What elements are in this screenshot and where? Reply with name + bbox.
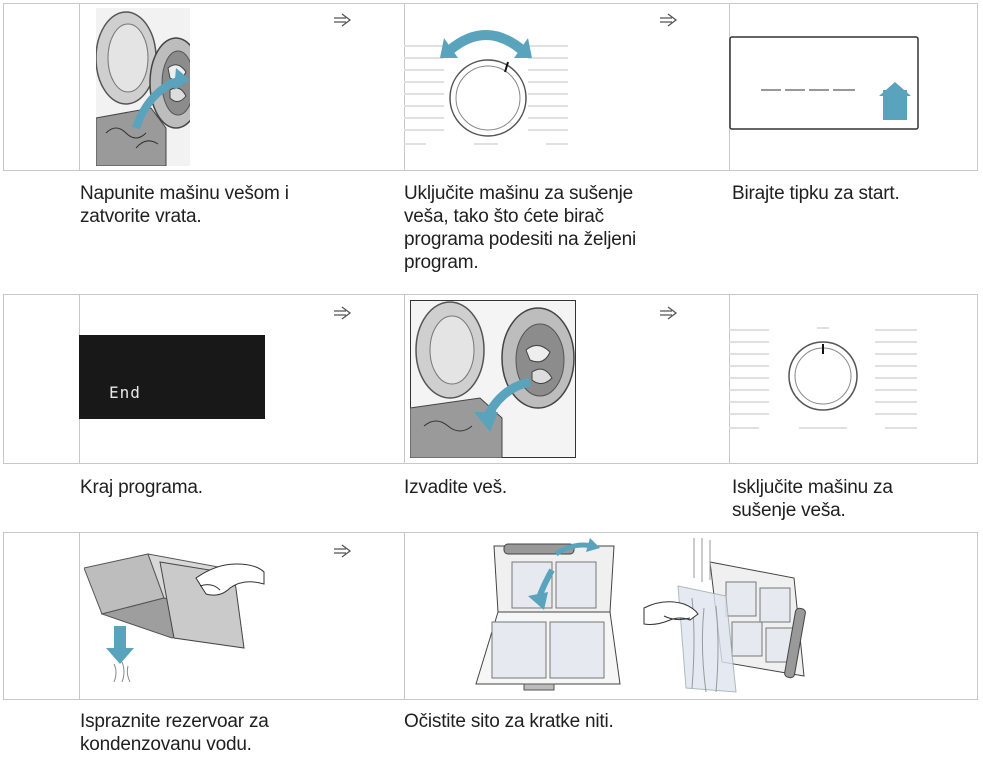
next-step-arrow-icon xyxy=(660,13,678,27)
clean-fluff-filter-illustration xyxy=(475,538,806,693)
row-divider xyxy=(404,532,405,700)
unload-laundry-illustration xyxy=(410,300,576,458)
next-step-arrow-icon xyxy=(334,13,352,27)
step-caption: Isključite mašinu za sušenje veša. xyxy=(732,477,893,521)
load-laundry-illustration xyxy=(96,8,190,166)
knob-off-illustration xyxy=(729,327,917,429)
row-divider xyxy=(404,294,405,464)
step-caption: Očistite sito za kratke niti. xyxy=(404,711,614,732)
step-caption: Uključite mašinu za sušenje veša, tako š… xyxy=(404,183,637,273)
next-step-arrow-icon xyxy=(334,306,352,320)
row-divider xyxy=(79,3,80,171)
program-selector-illustration xyxy=(404,30,568,145)
display-readout: End xyxy=(109,383,141,402)
empty-water-tank-illustration xyxy=(84,553,265,682)
start-button-illustration xyxy=(729,36,919,130)
step-caption: Napunite mašinu vešom i zatvorite vrata. xyxy=(80,183,289,227)
program-end-display: End xyxy=(79,335,265,419)
next-step-arrow-icon xyxy=(334,544,352,558)
next-step-arrow-icon xyxy=(660,306,678,320)
row-divider xyxy=(79,532,80,700)
step-caption: Birajte tipku za start. xyxy=(732,183,900,204)
step-caption: Kraj programa. xyxy=(80,477,203,498)
step-caption: Izvadite veš. xyxy=(404,477,508,498)
step-caption: Ispraznite rezervoar za kondenzovanu vod… xyxy=(80,711,269,755)
row-divider xyxy=(404,3,405,171)
